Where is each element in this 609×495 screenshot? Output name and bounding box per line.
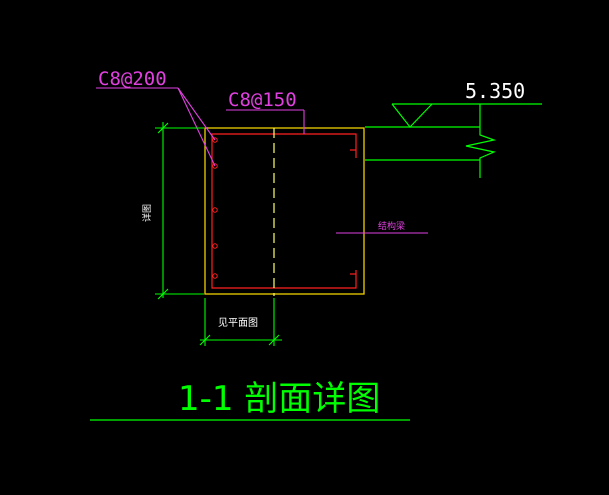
rebar-label-c8-200: C8@200 xyxy=(98,68,167,90)
rebar-dot xyxy=(212,273,218,279)
elevation-marker-triangle xyxy=(391,103,433,128)
rebar-dots xyxy=(212,137,218,279)
section-title: 1-1 剖面详图 xyxy=(178,379,380,419)
rebar-dot xyxy=(212,137,218,143)
leader-c8-200-b xyxy=(177,87,216,167)
elevation-value: 5.350 xyxy=(465,79,525,103)
dimension-vertical xyxy=(155,122,204,300)
dim-width-label: 见平面图 xyxy=(218,317,258,329)
dim-v-tick-top xyxy=(157,122,169,134)
dim-h-tick-right xyxy=(268,334,280,346)
dim-h-tick-left xyxy=(199,334,211,346)
slab-structure xyxy=(365,103,542,178)
rebar-dot xyxy=(212,243,218,249)
rebar-upper-frame xyxy=(211,133,357,158)
rebar-dot xyxy=(212,163,218,169)
leader-c8-200-a xyxy=(177,87,216,141)
leaders xyxy=(96,87,428,234)
rebar-cage xyxy=(211,133,357,289)
dim-height-label: 详图 xyxy=(141,204,153,222)
rebar-lower-frame xyxy=(211,142,357,289)
dim-v-tick-bottom xyxy=(157,288,169,300)
struct-beam-label: 结构梁 xyxy=(378,220,405,232)
dimension-horizontal xyxy=(199,298,282,346)
section-outline xyxy=(204,127,365,295)
rebar-dot xyxy=(212,207,218,213)
rebar-label-c8-150: C8@150 xyxy=(228,89,297,111)
break-line xyxy=(465,104,497,178)
